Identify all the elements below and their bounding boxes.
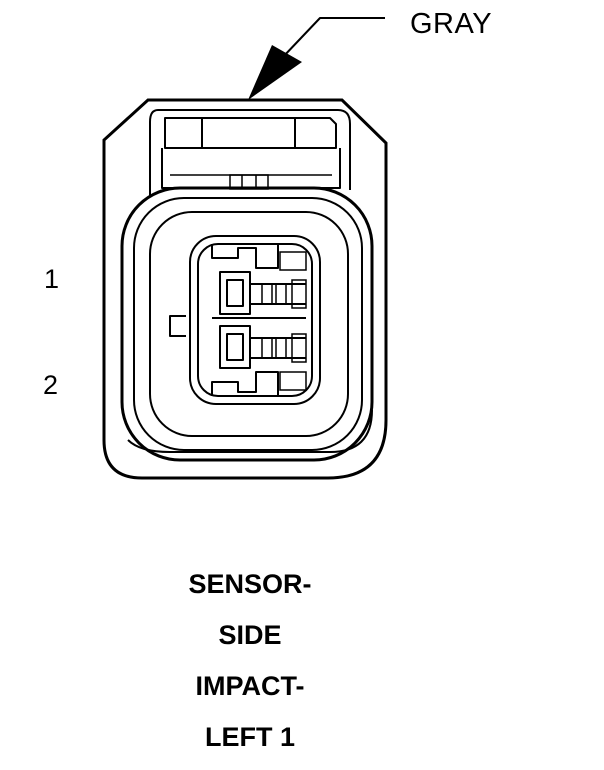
- title-line-2: SIDE: [218, 620, 282, 650]
- pin-number-2: 2: [43, 370, 59, 400]
- pin-number-1: 1: [44, 264, 60, 294]
- callout-arrowhead: [248, 45, 302, 100]
- connector-outer-housing: [102, 98, 388, 480]
- connector-latch: [161, 117, 341, 190]
- polarization-key: [169, 315, 186, 337]
- terminal-cavity-2: [219, 325, 307, 369]
- title-line-3: IMPACT-: [195, 671, 305, 701]
- terminal-cavity-block: [189, 235, 321, 405]
- connector-color-label: GRAY: [410, 8, 493, 40]
- connector-seal-outer: [120, 186, 374, 462]
- title-line-4: LEFT 1: [204, 722, 295, 752]
- terminal-cavity-1: [219, 271, 307, 315]
- connector-seal-middle: [133, 197, 363, 451]
- callout-leader: [248, 17, 385, 100]
- connector-seal-inner: [149, 211, 349, 437]
- connector-title: SENSOR- SIDE IMPACT- LEFT 1: [150, 566, 350, 770]
- title-line-1: SENSOR-: [188, 569, 312, 599]
- connector-inner-housing: [158, 109, 351, 190]
